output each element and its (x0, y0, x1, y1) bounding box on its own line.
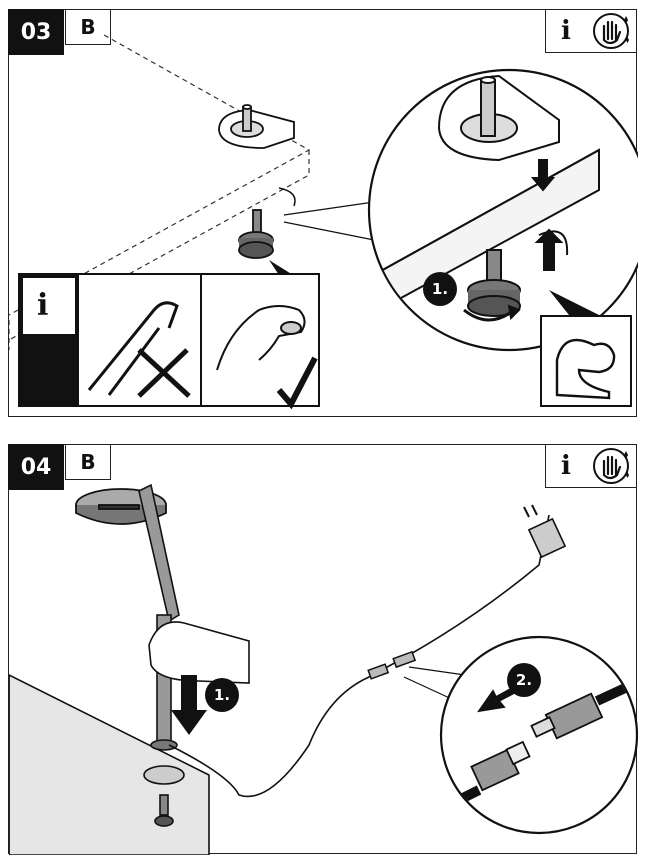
tools-info-icon: i (37, 288, 49, 323)
power-adapter (523, 504, 567, 559)
pliers-crossed-icon (87, 301, 191, 398)
hand-tighten-check-icon (216, 305, 318, 410)
step-number: 04 (8, 444, 64, 490)
callout-1: 1. (423, 272, 457, 306)
clamp-top (218, 104, 295, 149)
clamp-knob (238, 209, 274, 259)
step-number: 03 (8, 9, 64, 55)
callout-2: 2. (507, 663, 541, 697)
step-panel-03: 03 B i (8, 9, 638, 417)
step-04-illustration (9, 483, 638, 855)
cable (168, 514, 550, 798)
info-icon: i (561, 16, 571, 46)
info-box: i (545, 444, 637, 488)
part-label: B (65, 444, 111, 480)
hand-sparkle-icon (593, 13, 629, 49)
step-panel-04: 04 B i (8, 444, 638, 855)
flexed-arm-icon (540, 315, 632, 407)
hand-sparkle-icon (593, 448, 629, 484)
hand (148, 621, 250, 684)
connector (367, 650, 417, 680)
tools-panel (18, 273, 320, 410)
info-icon: i (561, 451, 571, 481)
clamp (143, 765, 185, 827)
table-surface (9, 674, 210, 855)
step-03-illustration (9, 34, 638, 410)
zoom-circle (367, 68, 638, 352)
part-label: B (65, 9, 111, 45)
callout-1: 1. (205, 678, 239, 712)
info-box: i (545, 9, 637, 53)
zoom-circle (439, 635, 638, 835)
